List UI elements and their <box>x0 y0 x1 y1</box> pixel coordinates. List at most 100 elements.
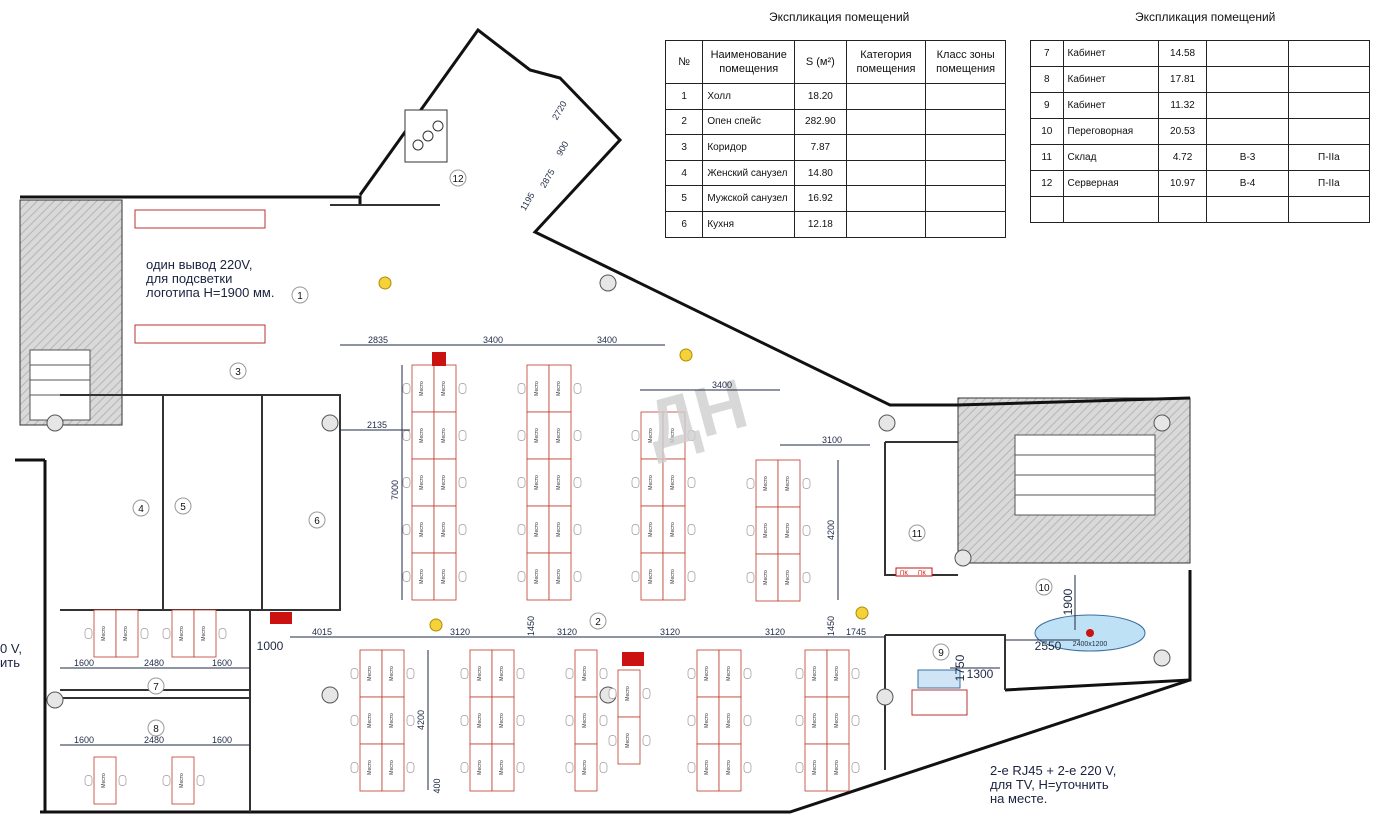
meeting-table-size: 2400х1200 <box>1073 641 1108 648</box>
dim-label: 1745 <box>846 627 866 637</box>
chair <box>350 668 359 679</box>
room-number: 3 <box>235 367 241 378</box>
desk-label: Место <box>704 713 710 728</box>
desk-label: Место <box>419 522 425 537</box>
table-header-row: № Наименование помещения S (м²) Категори… <box>664 40 1006 84</box>
chair <box>573 571 582 582</box>
table-cell: 17.81 <box>1157 66 1208 93</box>
table-cell: 14.58 <box>1157 40 1208 67</box>
desk-label: Место <box>556 475 562 490</box>
table-cell: 4 <box>664 159 704 187</box>
dim-label: 2550 <box>1035 639 1062 653</box>
header-cell: S (м²) <box>794 40 847 84</box>
desk-label: Место <box>556 428 562 443</box>
note-line: на месте. <box>990 791 1048 806</box>
table-cell: Мужской санузел <box>702 185 796 212</box>
desk-label: Место <box>763 570 769 585</box>
desk-label: Место <box>419 475 425 490</box>
desk-label: Место <box>367 760 373 775</box>
chair <box>406 762 415 773</box>
desk-label: Место <box>582 713 588 728</box>
chair <box>565 715 574 726</box>
desk-label: Место <box>419 381 425 396</box>
table-cell: Кухня <box>702 210 796 238</box>
desk <box>826 743 850 792</box>
dim-label: 2875 <box>538 167 557 189</box>
note-line: логотипа H=1900 мм. <box>146 285 275 300</box>
note-line: для TV, H=уточнить <box>990 777 1109 792</box>
desk-label: Место <box>670 428 676 443</box>
watermark: ДН <box>638 364 755 465</box>
room-number: 9 <box>938 648 944 659</box>
dim-label: 3100 <box>822 435 842 445</box>
chair <box>162 775 171 786</box>
desk-label: Место <box>389 760 395 775</box>
table-cell <box>1206 196 1289 223</box>
table-cell: 8 <box>1030 66 1064 93</box>
chair <box>84 775 93 786</box>
table-cell: 10.97 <box>1157 170 1208 197</box>
room-schedule-table-1: № Наименование помещения S (м²) Категори… <box>664 40 1006 238</box>
room-number: 4 <box>138 504 144 515</box>
table-cell <box>1206 92 1289 119</box>
chair <box>608 735 617 746</box>
dim-label: 2835 <box>368 335 388 345</box>
table-cell: 14.80 <box>794 159 847 187</box>
chair <box>795 668 804 679</box>
tv-power-note: 2-е RJ45 + 2-е 220 V, для TV, H=уточнить… <box>990 764 1117 806</box>
desk-label: Место <box>441 522 447 537</box>
room-number: 12 <box>452 174 464 185</box>
note-line: один вывод 220V, <box>146 257 253 272</box>
table-cell: 12.18 <box>794 210 847 238</box>
table-cell <box>1062 196 1159 223</box>
desk-label: Место <box>648 522 654 537</box>
desk <box>381 743 405 792</box>
desk <box>617 716 641 765</box>
table-cell <box>1287 66 1371 93</box>
light-fixtures <box>378 276 869 632</box>
chair <box>565 762 574 773</box>
table-cell: 7.87 <box>794 134 847 161</box>
table-cell: Холл <box>702 83 796 110</box>
table-cell: Серверная <box>1062 170 1159 197</box>
desk-label: Место <box>534 522 540 537</box>
chair <box>631 524 640 535</box>
chair <box>642 688 651 699</box>
chair <box>687 571 696 582</box>
chair <box>458 430 467 441</box>
large-dimension-labels: 1000 1300 2550 1900 1750 <box>257 588 1075 681</box>
header-cell: Наименование помещения <box>702 40 796 84</box>
chair <box>516 762 525 773</box>
chair <box>631 571 640 582</box>
table-cell <box>925 159 1006 187</box>
chair <box>795 762 804 773</box>
desk-label: Место <box>201 626 207 641</box>
fire-hose-label: ПК <box>900 571 908 577</box>
chair <box>746 572 755 583</box>
desk-label: Место <box>556 569 562 584</box>
desk-label: Место <box>582 666 588 681</box>
table-cell: П-IIа <box>1287 170 1371 197</box>
table-cell: В-4 <box>1206 170 1289 197</box>
table-cell: П-IIа <box>1287 144 1371 171</box>
table-cell: Переговорная <box>1062 118 1159 145</box>
table-cell: Коридор <box>702 134 796 161</box>
table-cell: 7 <box>1030 40 1064 67</box>
dim-label: 3400 <box>597 335 617 345</box>
chair <box>402 571 411 582</box>
chair <box>517 477 526 488</box>
chair <box>631 477 640 488</box>
chair <box>458 477 467 488</box>
desk <box>491 743 515 792</box>
table-cell <box>925 83 1006 110</box>
table-cell: 4.72 <box>1157 144 1208 171</box>
header-cell: № <box>664 40 704 84</box>
chair <box>573 477 582 488</box>
desk-label: Место <box>477 666 483 681</box>
chair <box>746 478 755 489</box>
